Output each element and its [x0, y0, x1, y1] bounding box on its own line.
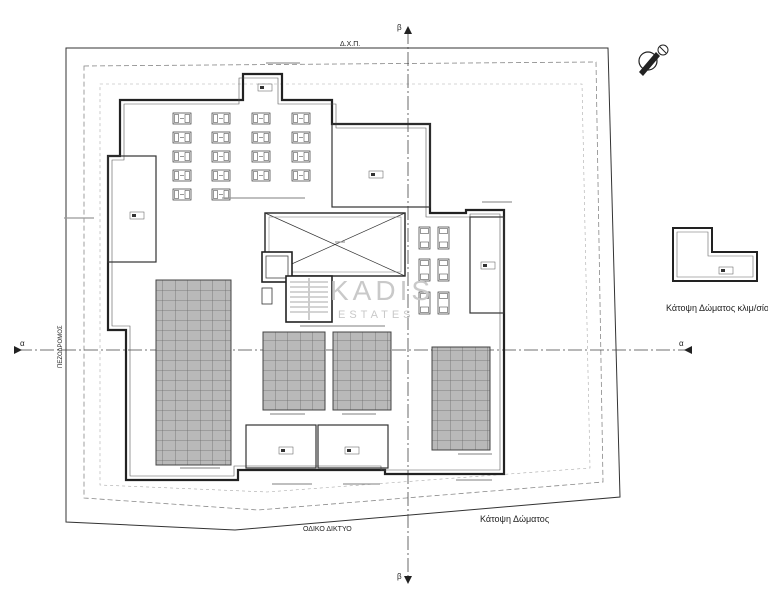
- pv-array-center-right: [332, 331, 392, 411]
- ac-roof-outline: [672, 227, 758, 282]
- bottom-room-left: [245, 424, 317, 469]
- pv-array-center-left: [262, 331, 326, 411]
- road-left-label: ΠΕΖΟΔΡΟΜΟΣ: [58, 325, 64, 368]
- section-a-left-label: α: [20, 339, 25, 348]
- road-bottom-label: ΟΔΙΚΟ ΔΙΚΤΥΟ: [303, 526, 352, 533]
- pv-array-right: [431, 346, 491, 451]
- plot-boundary: [65, 47, 621, 531]
- ac-units-top-left: [172, 112, 311, 201]
- section-a-right-label: α: [679, 339, 684, 348]
- section-b-top-label: β: [397, 23, 402, 32]
- lift-shaft: [261, 251, 293, 283]
- building-outline: [106, 72, 506, 482]
- left-recess: [107, 155, 157, 263]
- roof-plan-title: Κάτοψη Δώματος: [480, 514, 550, 524]
- section-b-bottom-label: β: [397, 572, 402, 581]
- pv-array-left: [155, 279, 232, 466]
- right-recess: [469, 216, 505, 314]
- bottom-room-right: [317, 424, 389, 469]
- setback-line: [83, 61, 604, 511]
- inner-setback-line: [99, 83, 591, 493]
- center-block: [331, 123, 431, 208]
- plot-top-label: Δ.Χ.Π.: [340, 41, 360, 48]
- north-arrow-icon: [638, 44, 669, 76]
- watermark-sub: ESTATES: [338, 309, 415, 321]
- ac-roof-plan-title: Κάτοψη Δώματος κλιμ/σίοι: [666, 303, 768, 313]
- watermark-brand: KADIS: [330, 275, 434, 306]
